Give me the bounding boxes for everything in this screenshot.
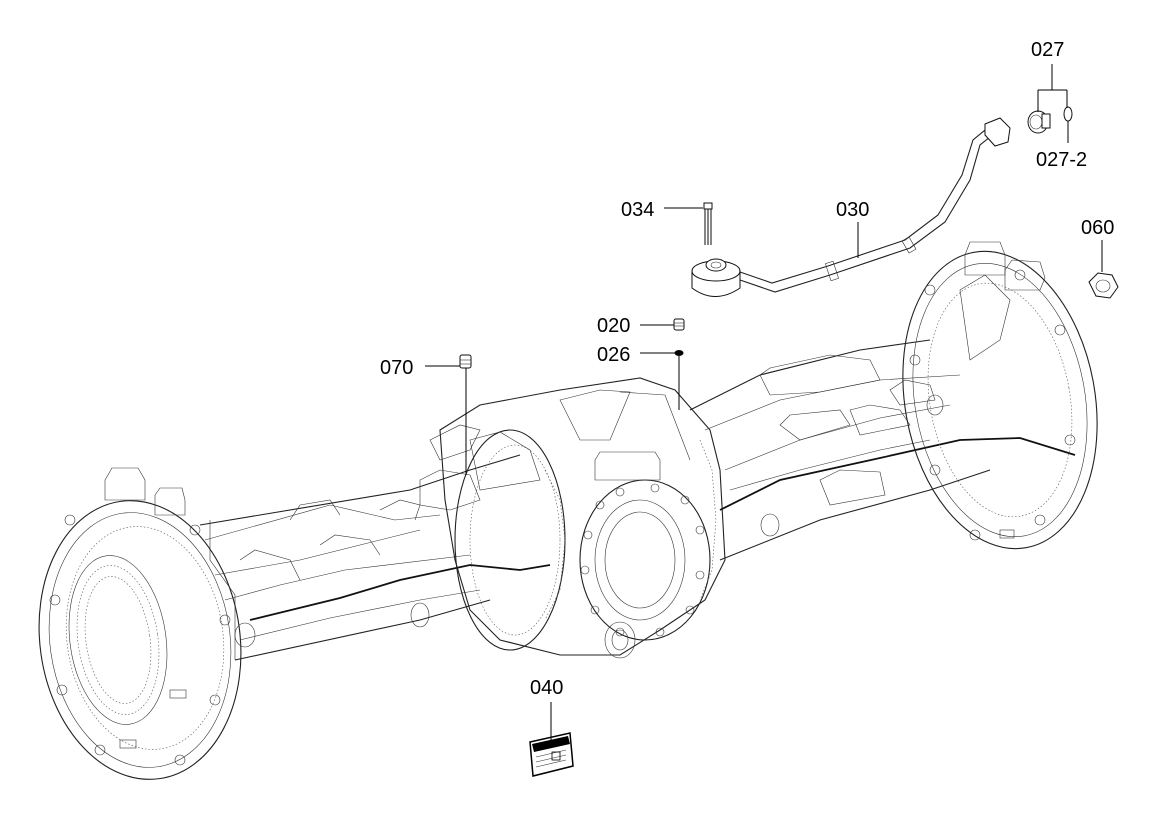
callout-labels: 027 027-2 034 030 060 020 026 070 040 (380, 39, 1114, 699)
axle-housing (38, 241, 1098, 780)
callout-070: 070 (380, 357, 413, 379)
leader-lines (425, 64, 1103, 740)
callout-030: 030 (836, 199, 869, 221)
right-axle-tube (689, 339, 1076, 561)
hex-nut-060 (1088, 272, 1119, 299)
callout-027: 027 (1031, 39, 1064, 61)
banjo-bolt-034 (703, 202, 713, 245)
screw-plug-020 (673, 318, 685, 331)
right-hub-flange (902, 241, 1098, 550)
callout-026: 026 (597, 344, 630, 366)
left-hub-flange (38, 467, 242, 780)
seal-ring-027-2 (1063, 106, 1073, 122)
breather-valve-027 (1027, 110, 1051, 134)
breather-070 (459, 354, 472, 369)
type-plate-040 (529, 732, 574, 777)
left-axle-tube (199, 454, 551, 661)
callout-060: 060 (1081, 217, 1114, 239)
callout-040: 040 (530, 677, 563, 699)
differential-housing (419, 377, 726, 659)
callout-034: 034 (621, 199, 654, 221)
callout-027-2: 027-2 (1036, 149, 1087, 171)
breather-pipe-030 (691, 117, 1011, 297)
callout-020: 020 (597, 315, 630, 337)
o-ring-026 (674, 350, 684, 356)
